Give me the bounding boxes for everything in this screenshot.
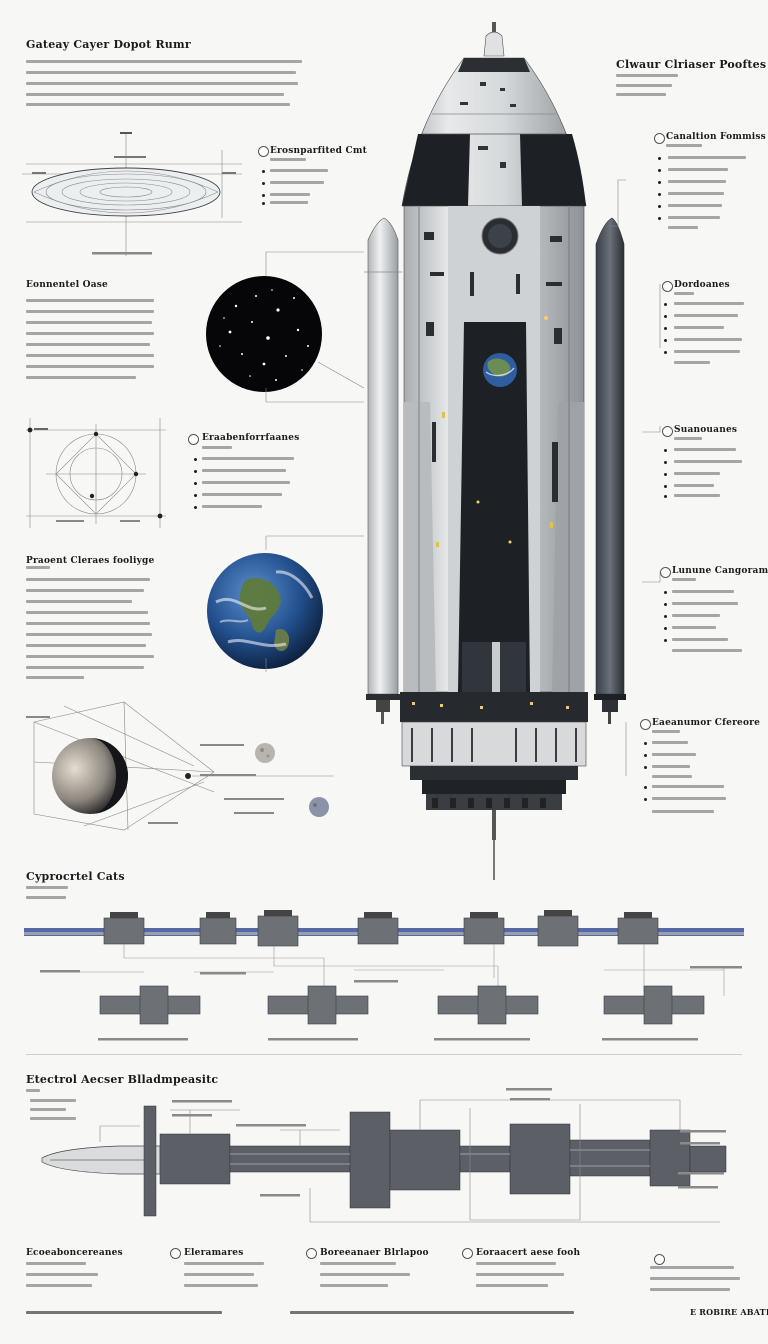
right-section-5-title: Eaeanumor Cfereore [652, 718, 761, 728]
right-title: Clwaur Clriaser Pooftes [616, 58, 767, 71]
ring-icon [662, 426, 673, 437]
divider [26, 1054, 742, 1055]
ring-icon [258, 146, 269, 157]
footer-col-4-title: Eoraacert aese fooh [476, 1248, 581, 1258]
leader-lines-earth [265, 535, 364, 672]
band-1-title: Cyprocrtel Cats [26, 870, 125, 883]
right-section-1-title: Canaltion Fommiss [666, 132, 766, 142]
ring-icon [462, 1248, 473, 1259]
band-2-title: Etectrol Aecser Blladmpeasitc [26, 1073, 219, 1086]
moon-icon [309, 797, 329, 817]
ring-icon [640, 719, 651, 730]
radar-diagram [26, 418, 166, 528]
station-chain-diagram [24, 910, 744, 1041]
ring-icon [654, 1254, 665, 1265]
left-section-1-title: Eonnentel Oase [26, 280, 108, 290]
footer-col-3-title: Boreeanaer Blrlapoo [320, 1248, 429, 1258]
moon-icon [255, 743, 275, 763]
ring-icon [662, 281, 673, 292]
footer-col-1-title: Ecoeaboncereanes [26, 1248, 123, 1258]
ring-icon [654, 133, 665, 144]
ring-icon [170, 1248, 181, 1259]
stars-icon [206, 276, 322, 392]
leader-lines-stars [265, 251, 365, 403]
ring-icon [660, 567, 671, 578]
rocket-icon [364, 22, 626, 880]
ring-icon [306, 1248, 317, 1259]
footer-col-2-title: Eleramares [184, 1248, 244, 1258]
footer-badge: E ROBIRE ABATI [690, 1307, 768, 1317]
planet-icon [207, 553, 323, 669]
right-section-3-title: Suanouanes [674, 425, 738, 435]
mid-section-1-title: Erosnparfited Cmt [270, 146, 367, 156]
disc-orbit-diagram [22, 132, 242, 256]
station-cross-section [41, 1088, 727, 1223]
ring-icon [188, 434, 199, 445]
orbital-diagram [26, 701, 334, 831]
right-section-2-title: Dordoanes [674, 280, 730, 290]
left-section-2-title: Praoent Cleraes fooliyge [26, 556, 155, 566]
right-section-4-title: Lunune Cangorames [672, 566, 768, 576]
mid-section-2-title: Eraabenforrfaanes [202, 433, 300, 443]
page-title: Gateay Cayer Dopot Rumr [26, 38, 191, 51]
